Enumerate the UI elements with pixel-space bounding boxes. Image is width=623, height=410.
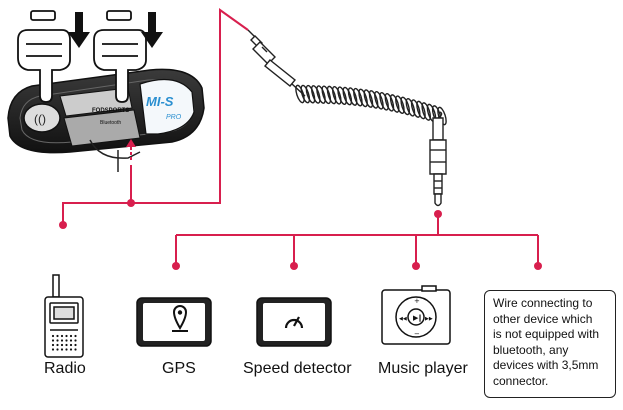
cable-coil (295, 84, 447, 126)
connector-lines (62, 8, 539, 266)
note-line: is not equipped with (493, 327, 600, 341)
plug-in-arrow-icon (126, 139, 136, 160)
note-line: bluetooth, any (493, 342, 569, 357)
svg-text:▶▶: ▶▶ (425, 316, 433, 322)
note-box: Wire connecting to other device which is… (484, 290, 616, 398)
bottom-jack-plug-icon (429, 117, 447, 207)
aux-cable (247, 29, 447, 207)
svg-text:▶‖: ▶‖ (413, 314, 422, 322)
right-down-arrow-icon (141, 12, 163, 48)
svg-text:((): (() (34, 112, 46, 126)
speed-detector-label: Speed detector (243, 360, 352, 377)
music-player-label: Music player (378, 360, 468, 377)
note-line: devices with 3,5mm (493, 358, 599, 372)
headset-unit: (() MI-S PRO FODSPORTS Bluetooth (7, 68, 205, 172)
svg-text:−: − (414, 330, 420, 338)
svg-text:+: + (414, 297, 420, 305)
note-line: Wire connecting to (493, 296, 593, 310)
location-pin-icon (172, 305, 188, 332)
radio-connector-line (62, 165, 132, 225)
svg-text:◀◀: ◀◀ (399, 316, 407, 322)
headset-to-cable-line (131, 8, 249, 204)
model-sub-label: PRO (166, 114, 182, 121)
left-down-arrow-icon (68, 12, 90, 48)
walkie-talkie-icon (44, 274, 84, 358)
speed-detector-icon (256, 297, 332, 347)
gps-label: GPS (162, 360, 196, 377)
speedometer-icon (284, 316, 304, 329)
top-jack-plug-icon (247, 29, 306, 97)
left-press-hand-icon (17, 10, 71, 103)
brand-label: FODSPORTS (92, 108, 129, 114)
music-player-icon: ▶‖ + − ◀◀ ▶▶ (381, 285, 451, 345)
connector-dots (59, 199, 542, 270)
bluetooth-label: Bluetooth (100, 120, 121, 126)
headset-left-button (23, 103, 61, 133)
gps-device-icon (136, 297, 212, 347)
model-label: MI-S (146, 94, 174, 109)
device-bus-line (176, 214, 439, 236)
right-press-hand-icon (93, 10, 147, 103)
radio-label: Radio (44, 360, 86, 377)
note-line: other device which (493, 311, 593, 326)
note-line: connector. (493, 373, 549, 388)
